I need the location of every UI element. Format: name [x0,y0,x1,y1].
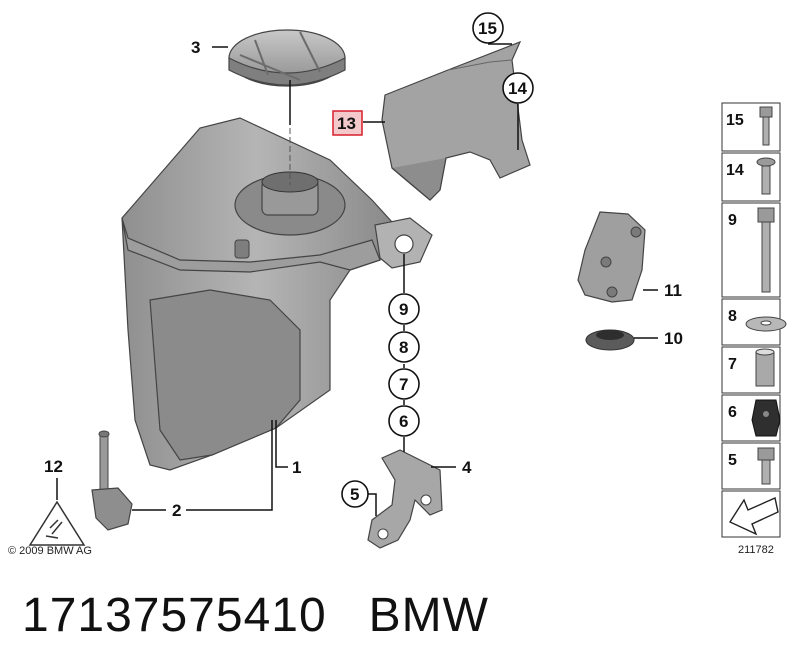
expansion-tank [121,92,433,471]
filler-cap [228,29,346,87]
callout-8-circle [388,331,420,363]
callout-14-circle [502,72,534,104]
leader-lines [56,43,658,516]
holder-bracket [367,449,443,549]
side-label-8: 8 [728,308,737,325]
bolt-9-icon [757,207,775,293]
callout-9: 9 [399,300,408,319]
part-number: 17137575410 [22,589,327,642]
bolt-15-icon [759,106,773,146]
callout-3: 3 [191,38,200,57]
callout-5-circle [341,480,369,508]
side-label-7: 7 [728,356,737,373]
copyright-text: © 2009 BMW AG [8,545,92,557]
callout-10: 10 [664,329,683,348]
callout-5: 5 [350,485,359,504]
callout-14: 14 [508,79,527,98]
washer-8-icon [745,316,787,332]
callout-1: 1 [292,458,301,477]
callout-8: 8 [399,338,408,357]
side-label-9: 9 [728,212,737,229]
spacer-7-icon [755,348,775,387]
callout-15: 15 [478,19,497,38]
tank-cover [381,40,531,201]
rubber-grommet [585,329,635,351]
arrow-icon [728,497,779,536]
callout-6: 6 [399,412,408,431]
grommet-6-icon [751,399,781,437]
screw-14-icon [756,157,776,195]
mounting-bracket [577,211,646,303]
side-label-6: 6 [728,404,737,421]
fastener-panel: 15 14 9 8 7 6 5 [721,102,787,538]
callout-13: 13 [337,114,356,133]
callout-7-circle [388,368,420,400]
side-label-14: 14 [726,162,744,179]
side-label-5: 5 [728,452,737,469]
callout-2: 2 [172,501,181,520]
side-label-15: 15 [726,112,744,129]
footer: 17137575410 BMW [22,588,489,643]
highlighted-part-box [332,110,363,136]
callout-11: 11 [664,281,682,300]
brand-name: BMW [368,589,489,642]
callout-6-circle [388,405,420,437]
callout-12: 12 [44,457,63,476]
warning-triangle-icon [28,500,86,546]
callout-7: 7 [399,375,408,394]
bolt-5-icon [757,447,775,485]
level-sensor [91,430,133,531]
callout-15-circle [472,12,504,44]
diagram-id: 211782 [738,544,774,556]
callout-4: 4 [462,458,472,477]
callout-9-circle [388,293,420,325]
